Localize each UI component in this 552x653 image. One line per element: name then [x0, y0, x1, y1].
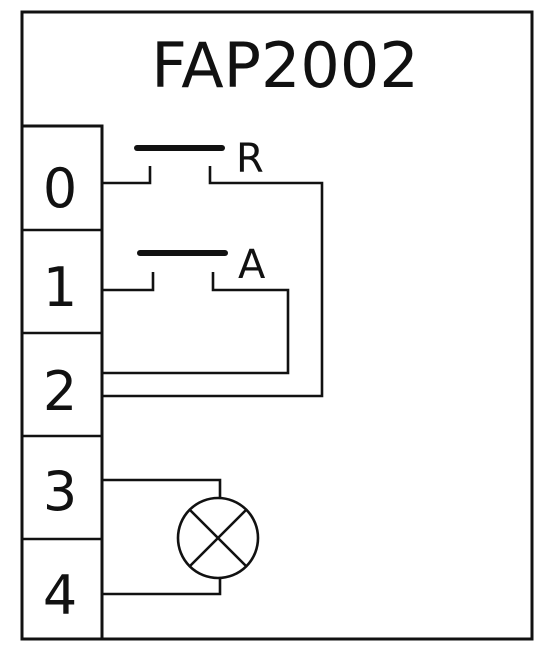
terminal-label-1: 1	[43, 256, 77, 319]
switch-a: A	[102, 242, 290, 375]
lamp-icon	[176, 496, 260, 580]
lamp	[102, 478, 260, 596]
device-title: FAP2002	[151, 29, 419, 102]
terminal-label-3: 3	[43, 460, 77, 523]
terminal-label-0: 0	[43, 157, 77, 220]
lamp-wire	[102, 478, 222, 596]
switch-r-wire	[102, 166, 324, 398]
switch-a-wire	[102, 272, 290, 375]
terminal-block-frame	[20, 124, 104, 641]
switch-a-label: A	[238, 242, 266, 288]
terminal-label-2: 2	[43, 360, 77, 423]
terminal-label-4: 4	[43, 564, 77, 627]
outer-frame	[20, 10, 534, 641]
switch-r-label: R	[236, 136, 264, 182]
switch-r: R	[102, 136, 324, 398]
terminal-block: 0 1 2 3 4	[20, 124, 104, 641]
